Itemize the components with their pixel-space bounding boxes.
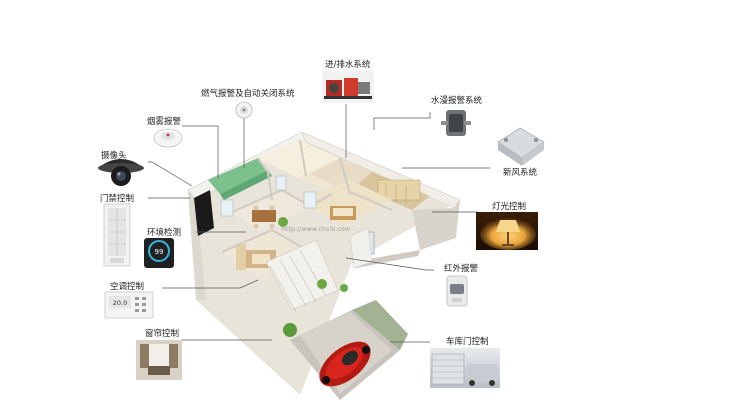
label-smoke-alarm: 烟雾报警 (147, 117, 182, 127)
ac-control-panel-image: 20.0 (104, 291, 154, 319)
garage-door-image (430, 348, 500, 388)
water-pump-image (322, 71, 374, 103)
smoke-detector-image (153, 128, 183, 148)
infrared-sensor-image (446, 275, 468, 307)
label-infrared-alarm: 红外报警 (444, 264, 479, 274)
label-curtain-control: 窗帘控制 (145, 329, 180, 339)
label-garage-door: 车库门控制 (446, 337, 489, 347)
camera-image (98, 159, 144, 186)
red-car (319, 341, 371, 387)
watermark: http://www.chs3i.com (282, 226, 351, 233)
env-monitor-reading: 99 (155, 248, 164, 256)
water-leak-sensor-image (441, 110, 471, 136)
label-camera: 摄像头 (101, 151, 127, 161)
ac-panel-reading: 20.0 (113, 299, 127, 307)
label-water-supply: 进/排水系统 (325, 60, 371, 70)
curtain-room-image (136, 340, 182, 380)
label-access-control: 门禁控制 (100, 194, 135, 204)
house-floorplan (187, 131, 461, 400)
label-water-leak: 水漫报警系统 (431, 96, 483, 106)
env-monitor-image: 99 (144, 238, 174, 268)
fresh-air-unit-image (497, 127, 545, 166)
label-fresh-air: 新风系统 (503, 168, 538, 178)
access-control-panel-image (103, 203, 131, 267)
gas-detector-image (235, 101, 253, 119)
label-ac-control: 空调控制 (110, 282, 145, 292)
label-env-monitor: 环境检测 (147, 228, 182, 238)
label-gas-alarm: 燃气报警及自动关闭系统 (201, 89, 295, 99)
leader-lines (148, 104, 490, 343)
lamp-image (476, 212, 538, 250)
label-lighting: 灯光控制 (492, 202, 527, 212)
